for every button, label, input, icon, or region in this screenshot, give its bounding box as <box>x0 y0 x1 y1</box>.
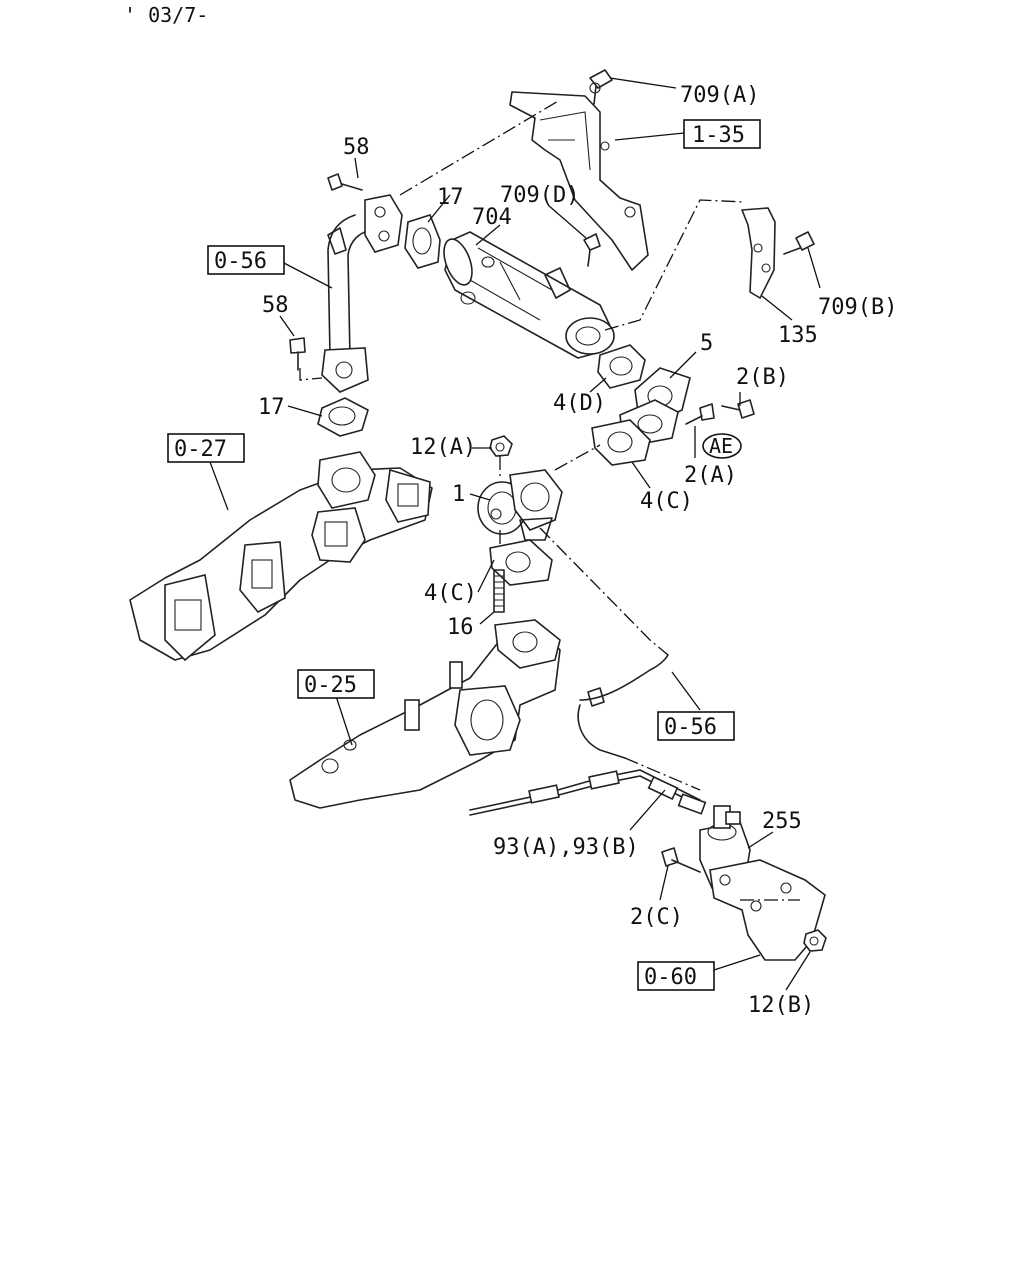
exhaust-manifold <box>129 451 433 662</box>
label-17-mid: 17 <box>258 395 285 420</box>
label-16: 16 <box>447 615 474 640</box>
bolt-709b <box>783 231 815 255</box>
bolt-58-top <box>327 173 363 191</box>
ref-box-0-56-top <box>207 245 285 275</box>
label-58-mid: 58 <box>262 293 289 318</box>
bolt-709a <box>589 69 613 105</box>
label-badge-ae: AE <box>709 434 733 458</box>
date-code: ' 03/7- <box>124 3 208 27</box>
label-4d: 4(D) <box>553 391 606 416</box>
bolt-709d <box>583 233 601 267</box>
egr-valve <box>477 469 563 541</box>
label-1: 1 <box>452 482 465 507</box>
ref-box-0-25 <box>297 669 375 699</box>
bolt-2c <box>661 847 701 873</box>
nut-12a <box>489 435 513 457</box>
gasket-17-top <box>404 214 441 269</box>
label-709b: 709(B) <box>818 295 897 320</box>
ref-box-0-60 <box>637 961 715 991</box>
egr-cooler-bracket <box>509 82 649 271</box>
egr-pipe <box>321 194 403 393</box>
label-4c-left: 4(C) <box>424 581 477 606</box>
ref-box-1-35 <box>683 119 761 149</box>
gasket-17-mid <box>317 397 369 437</box>
label-93: 93(A),93(B) <box>493 835 639 860</box>
label-135: 135 <box>778 323 818 348</box>
label-709d: 709(D) <box>500 183 579 208</box>
label-2b: 2(B) <box>736 365 789 390</box>
gasket-4c-right <box>591 419 651 466</box>
label-12b: 12(B) <box>748 993 814 1018</box>
ref-box-0-27 <box>167 433 245 463</box>
label-255: 255 <box>762 809 802 834</box>
label-ref-0-56-bottom: 0-56 <box>664 715 717 740</box>
label-58-top: 58 <box>343 135 370 160</box>
label-2c: 2(C) <box>630 905 683 930</box>
bracket-135 <box>741 207 776 299</box>
label-ref-0-25: 0-25 <box>304 673 357 698</box>
label-ref-0-56-top: 0-56 <box>214 249 267 274</box>
vacuum-hose <box>469 654 707 816</box>
badge-ae <box>702 433 742 459</box>
label-2a: 2(A) <box>684 463 737 488</box>
label-704: 704 <box>472 205 512 230</box>
pipe-5 <box>619 367 691 445</box>
nut-12b <box>803 929 827 952</box>
vacuum-switching-valve-255 <box>699 805 826 961</box>
label-5: 5 <box>700 331 713 356</box>
label-709a: 709(A) <box>680 83 759 108</box>
bolt-2b <box>721 399 755 419</box>
bolt-58-mid <box>289 337 306 371</box>
label-4c-right: 4(C) <box>640 489 693 514</box>
egr-cooler <box>443 231 615 359</box>
gasket-4d <box>597 344 646 389</box>
part-labels: 709(A) 1-35 58 17 704 709(D) 0-56 709(B)… <box>167 83 897 1018</box>
label-ref-0-27: 0-27 <box>174 437 227 462</box>
label-ref-0-60: 0-60 <box>644 965 697 990</box>
stud-16 <box>493 569 505 613</box>
leader-lines <box>209 77 821 991</box>
bolt-2a <box>685 403 715 425</box>
ref-box-0-56-bottom <box>657 711 735 741</box>
gasket-4c-left <box>489 539 553 586</box>
label-ref-1-35: 1-35 <box>692 123 745 148</box>
connection-lines <box>299 99 800 901</box>
intake-manifold <box>289 619 561 809</box>
label-17-top: 17 <box>437 185 464 210</box>
label-12a: 12(A) <box>410 435 476 460</box>
